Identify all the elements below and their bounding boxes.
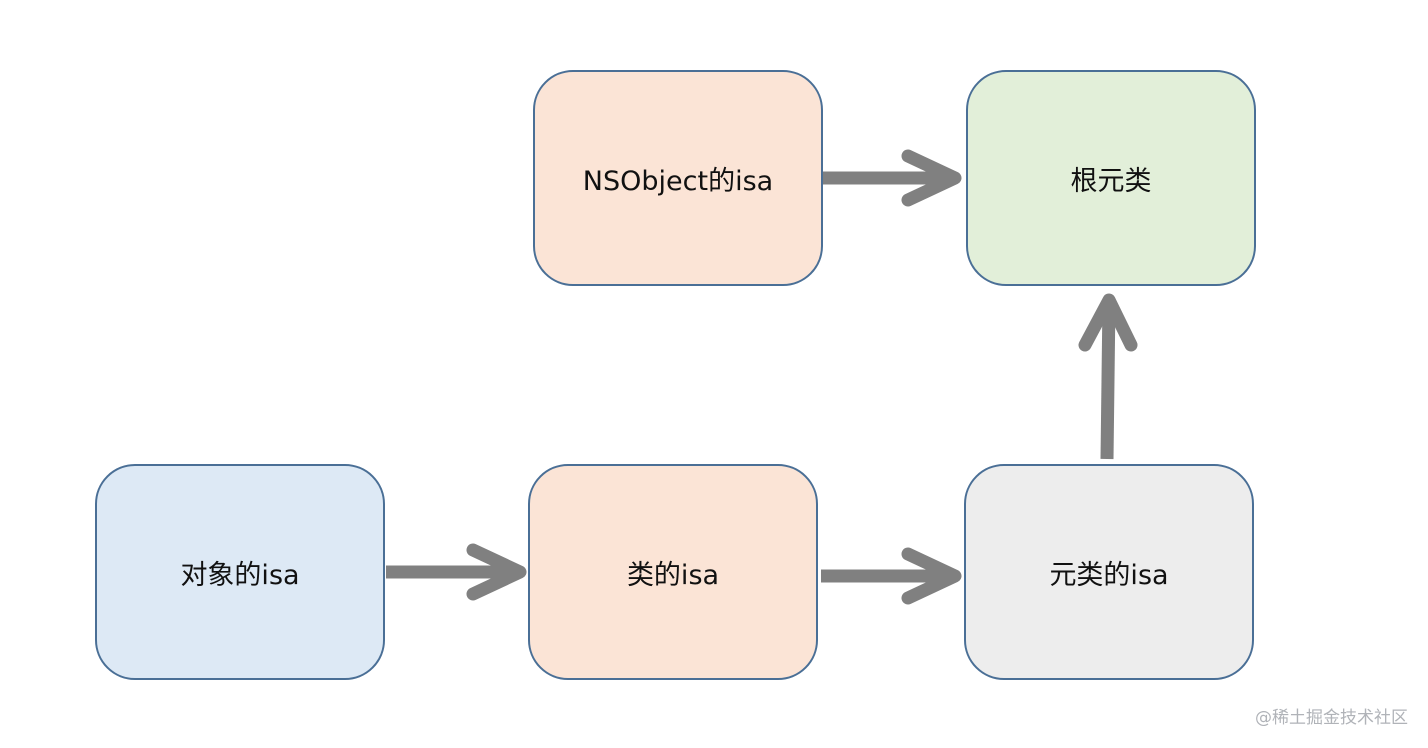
node-label: 对象的isa	[180, 559, 300, 591]
node-root-metaclass: 根元类	[966, 70, 1256, 286]
node-label: 元类的isa	[1049, 559, 1169, 591]
node-label: NSObject的isa	[582, 165, 774, 197]
arrow-nsobject-to-root-metaclass	[822, 149, 962, 207]
node-label: 类的isa	[626, 559, 720, 591]
node-class-isa: 类的isa	[528, 464, 818, 680]
node-object-isa: 对象的isa	[95, 464, 385, 680]
arrow-metaclass-to-root-metaclass	[1078, 293, 1138, 460]
node-metaclass-isa: 元类的isa	[964, 464, 1254, 680]
arrow-class-to-metaclass	[821, 547, 962, 605]
arrow-object-to-class	[386, 543, 527, 601]
watermark: @稀土掘金技术社区	[1255, 708, 1408, 728]
node-nsobject-isa: NSObject的isa	[533, 70, 823, 286]
node-label: 根元类	[1070, 165, 1152, 197]
